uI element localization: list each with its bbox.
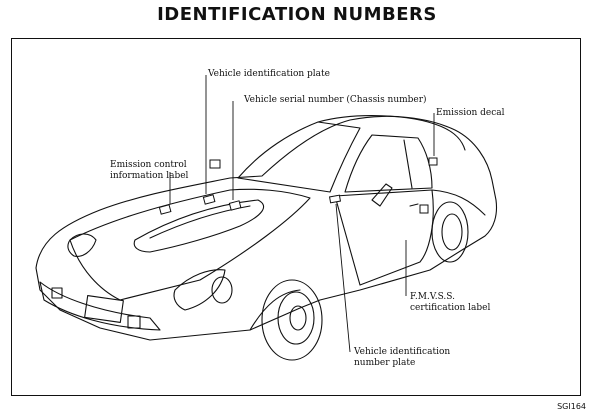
- side-mirror: [371, 183, 393, 207]
- emission-decal-tag: [428, 157, 438, 166]
- emission-control-tag: [158, 204, 172, 215]
- vin-number-plate-tag: [328, 194, 342, 204]
- label-emission-decal: Emission decal: [436, 108, 505, 118]
- left-headlight: [67, 233, 97, 257]
- hood: [69, 188, 311, 301]
- label-vin-plate: Vehicle identification plate: [208, 69, 330, 79]
- label-fmvss-line2: certification label: [410, 303, 491, 313]
- car-body-outline: [35, 115, 498, 341]
- serial-number-tag: [228, 200, 242, 211]
- front-wheel-rim: [277, 291, 315, 345]
- roof-line: [317, 115, 466, 151]
- leader-vin-number-plate: [335, 203, 351, 353]
- diagram-frame: [11, 38, 581, 396]
- right-headlight: [173, 269, 226, 311]
- side-window: [344, 134, 433, 193]
- label-vin-number-plate-line1: Vehicle identification: [354, 347, 451, 357]
- label-emission-control-line1: Emission control: [110, 160, 187, 170]
- label-fmvss-line1: F.M.V.S.S.: [410, 292, 455, 302]
- fog-light: [211, 276, 233, 304]
- window-divider: [403, 139, 413, 189]
- mirror-tag: [209, 159, 221, 169]
- label-emission-control-line2: information label: [110, 171, 189, 181]
- hood-scoop: [133, 199, 264, 253]
- front-wheel: [261, 279, 323, 361]
- label-vin-number-plate-line2: number plate: [354, 358, 416, 368]
- page-title: IDENTIFICATION NUMBERS: [157, 4, 437, 25]
- fmvss-tag: [419, 204, 429, 214]
- label-serial-number: Vehicle serial number (Chassis number): [244, 95, 427, 105]
- door: [334, 189, 434, 286]
- vin-plate-tag: [202, 194, 216, 205]
- front-bumper: [39, 281, 161, 331]
- license-plate-area: [84, 295, 124, 323]
- windshield: [237, 121, 361, 193]
- rear-wheel-rim: [441, 213, 463, 251]
- rear-wheel: [431, 201, 469, 263]
- figure-code: SGI164: [557, 402, 586, 411]
